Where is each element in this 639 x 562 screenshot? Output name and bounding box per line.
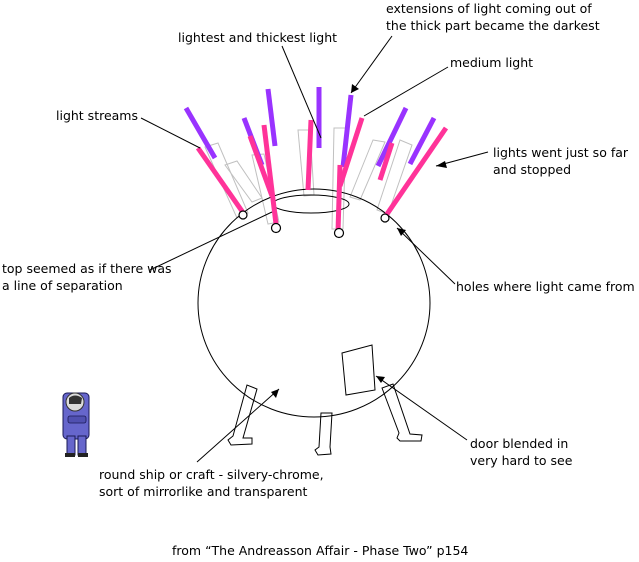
label-door: door blended in very hard to see [470,435,572,469]
medium-light-stream [261,124,279,225]
label-stopped: lights went just so far and stopped [493,144,628,178]
medium-light-stream [337,117,365,187]
label-line: top seemed as if there was [2,261,172,276]
light-holes [238,210,390,239]
source-caption: from “The Andreasson Affair - Phase Two”… [172,543,469,558]
medium-light-stream [377,142,395,181]
dark-light-extension [375,106,409,168]
pointer-ship [196,388,280,463]
light-hole [380,213,390,223]
pointer-lines [140,35,489,463]
label-streams: light streams [56,107,138,124]
arrowhead [351,84,359,93]
label-line: lightest and thickest light [178,30,338,45]
pointer-lightest [281,45,322,139]
label-line: light streams [56,108,138,123]
label-line: extensions of light coming out of [386,1,592,16]
arrowheads [271,84,447,398]
label-line: medium light [450,55,534,70]
medium-light-stream [247,135,275,197]
label-medium: medium light [450,54,533,71]
light-hole [238,210,248,220]
label-line: lights went just so far [493,145,629,160]
pointer-door [375,375,468,441]
label-line: very hard to see [470,453,573,468]
label-line: holes where light came from [456,279,635,294]
label-line: a line of separation [2,278,123,293]
label-top: top seemed as if there was a line of sep… [2,260,172,294]
witness-figure-icon [62,392,90,457]
dark-light-extension [407,116,437,166]
medium-light-stream [382,126,449,219]
arrowhead [397,228,406,236]
label-line: door blended in [470,436,569,451]
pointer-streams [140,117,201,149]
door [341,344,376,396]
label-holes: holes where light came from [456,278,635,295]
dark-light-extension [340,94,354,168]
arrowhead [436,161,447,168]
label-extensions: extensions of light coming out of the th… [386,0,600,34]
label-line: and stopped [493,162,572,177]
lightest-light-column [331,127,347,230]
lightest-light-column [204,142,249,219]
lightest-light-column [349,139,386,201]
medium-light-streams [195,117,449,233]
medium-light-stream [335,164,343,233]
ship-body [197,188,431,418]
landing-leg-right [381,383,423,442]
dark-light-extension [265,88,278,147]
pointer-holes [396,227,456,285]
label-ship: round ship or craft - silvery-chrome, so… [99,466,324,500]
light-hole [333,227,345,239]
landing-leg-center [314,412,333,456]
label-line: sort of mirrorlike and transparent [99,484,308,499]
landing-leg-left [227,384,258,446]
medium-light-stream [195,146,247,216]
arrowhead [376,376,385,383]
landing-legs [227,383,423,456]
label-line: the thick part became the darkest [386,18,600,33]
arrowhead [271,389,279,398]
label-lightest: lightest and thickest light [178,29,337,46]
pointer-top [149,211,273,271]
light-hole [270,222,282,234]
dark-light-extension [183,106,218,160]
pointer-medium [363,66,449,117]
medium-light-stream [305,119,314,191]
pointer-extensions [350,35,393,94]
label-line: round ship or craft - silvery-chrome, [99,467,324,482]
